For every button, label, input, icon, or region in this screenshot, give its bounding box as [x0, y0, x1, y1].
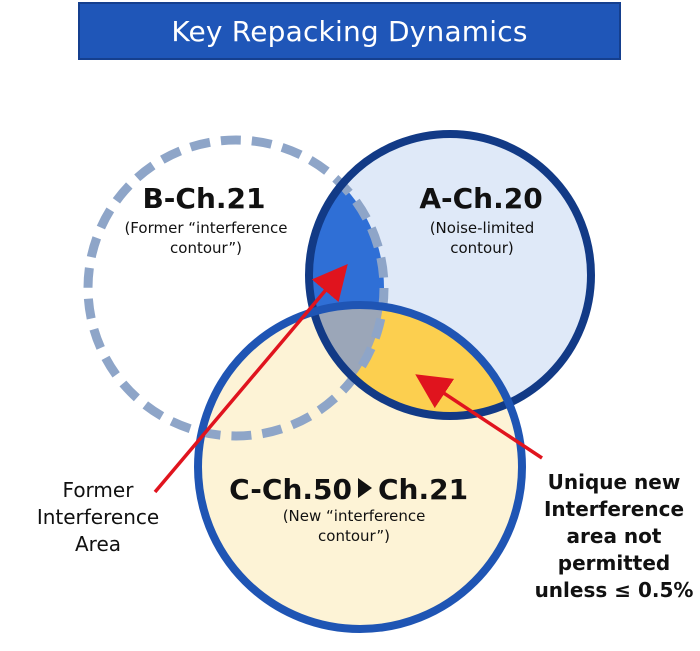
circle-b-label: B-Ch.21 [142, 182, 265, 215]
callout-left-line-3: Area [75, 532, 121, 556]
callout-right-line-1: Unique new [548, 470, 681, 494]
circle-c-label-old: C-Ch.50 [229, 473, 352, 506]
circle-b-outline [83, 135, 389, 441]
callout-right-line-3: area not [567, 524, 662, 548]
callout-left-line-1: Former [63, 478, 135, 502]
circle-a-outline [305, 130, 595, 420]
callout-arrow-right [415, 374, 543, 460]
callout-right-line-5: unless ≤ 0.5% [535, 578, 694, 602]
circle-c-sublabel-1: (New “interference [283, 507, 426, 525]
circle-b-sublabel-2: contour”) [170, 239, 242, 257]
callout-right-line-2: Interference [544, 497, 684, 521]
circle-c-sublabel-2: contour”) [318, 527, 390, 545]
transition-arrow-icon [358, 478, 372, 498]
callout-left-line-2: Interference [37, 505, 159, 529]
circle-c-outline [194, 301, 526, 633]
callout-arrow-left [153, 263, 348, 494]
circle-a-sublabel-1: (Noise-limited [430, 219, 535, 237]
circle-b-sublabel-1: (Former “interference [124, 219, 287, 237]
circle-a-label: A-Ch.20 [419, 182, 542, 215]
callout-right-line-4: permitted [558, 551, 670, 575]
diagram-title: Key Repacking Dynamics [78, 2, 621, 60]
circle-a-sublabel-2: contour) [450, 239, 514, 257]
circle-c-label-new: Ch.21 [378, 473, 468, 506]
